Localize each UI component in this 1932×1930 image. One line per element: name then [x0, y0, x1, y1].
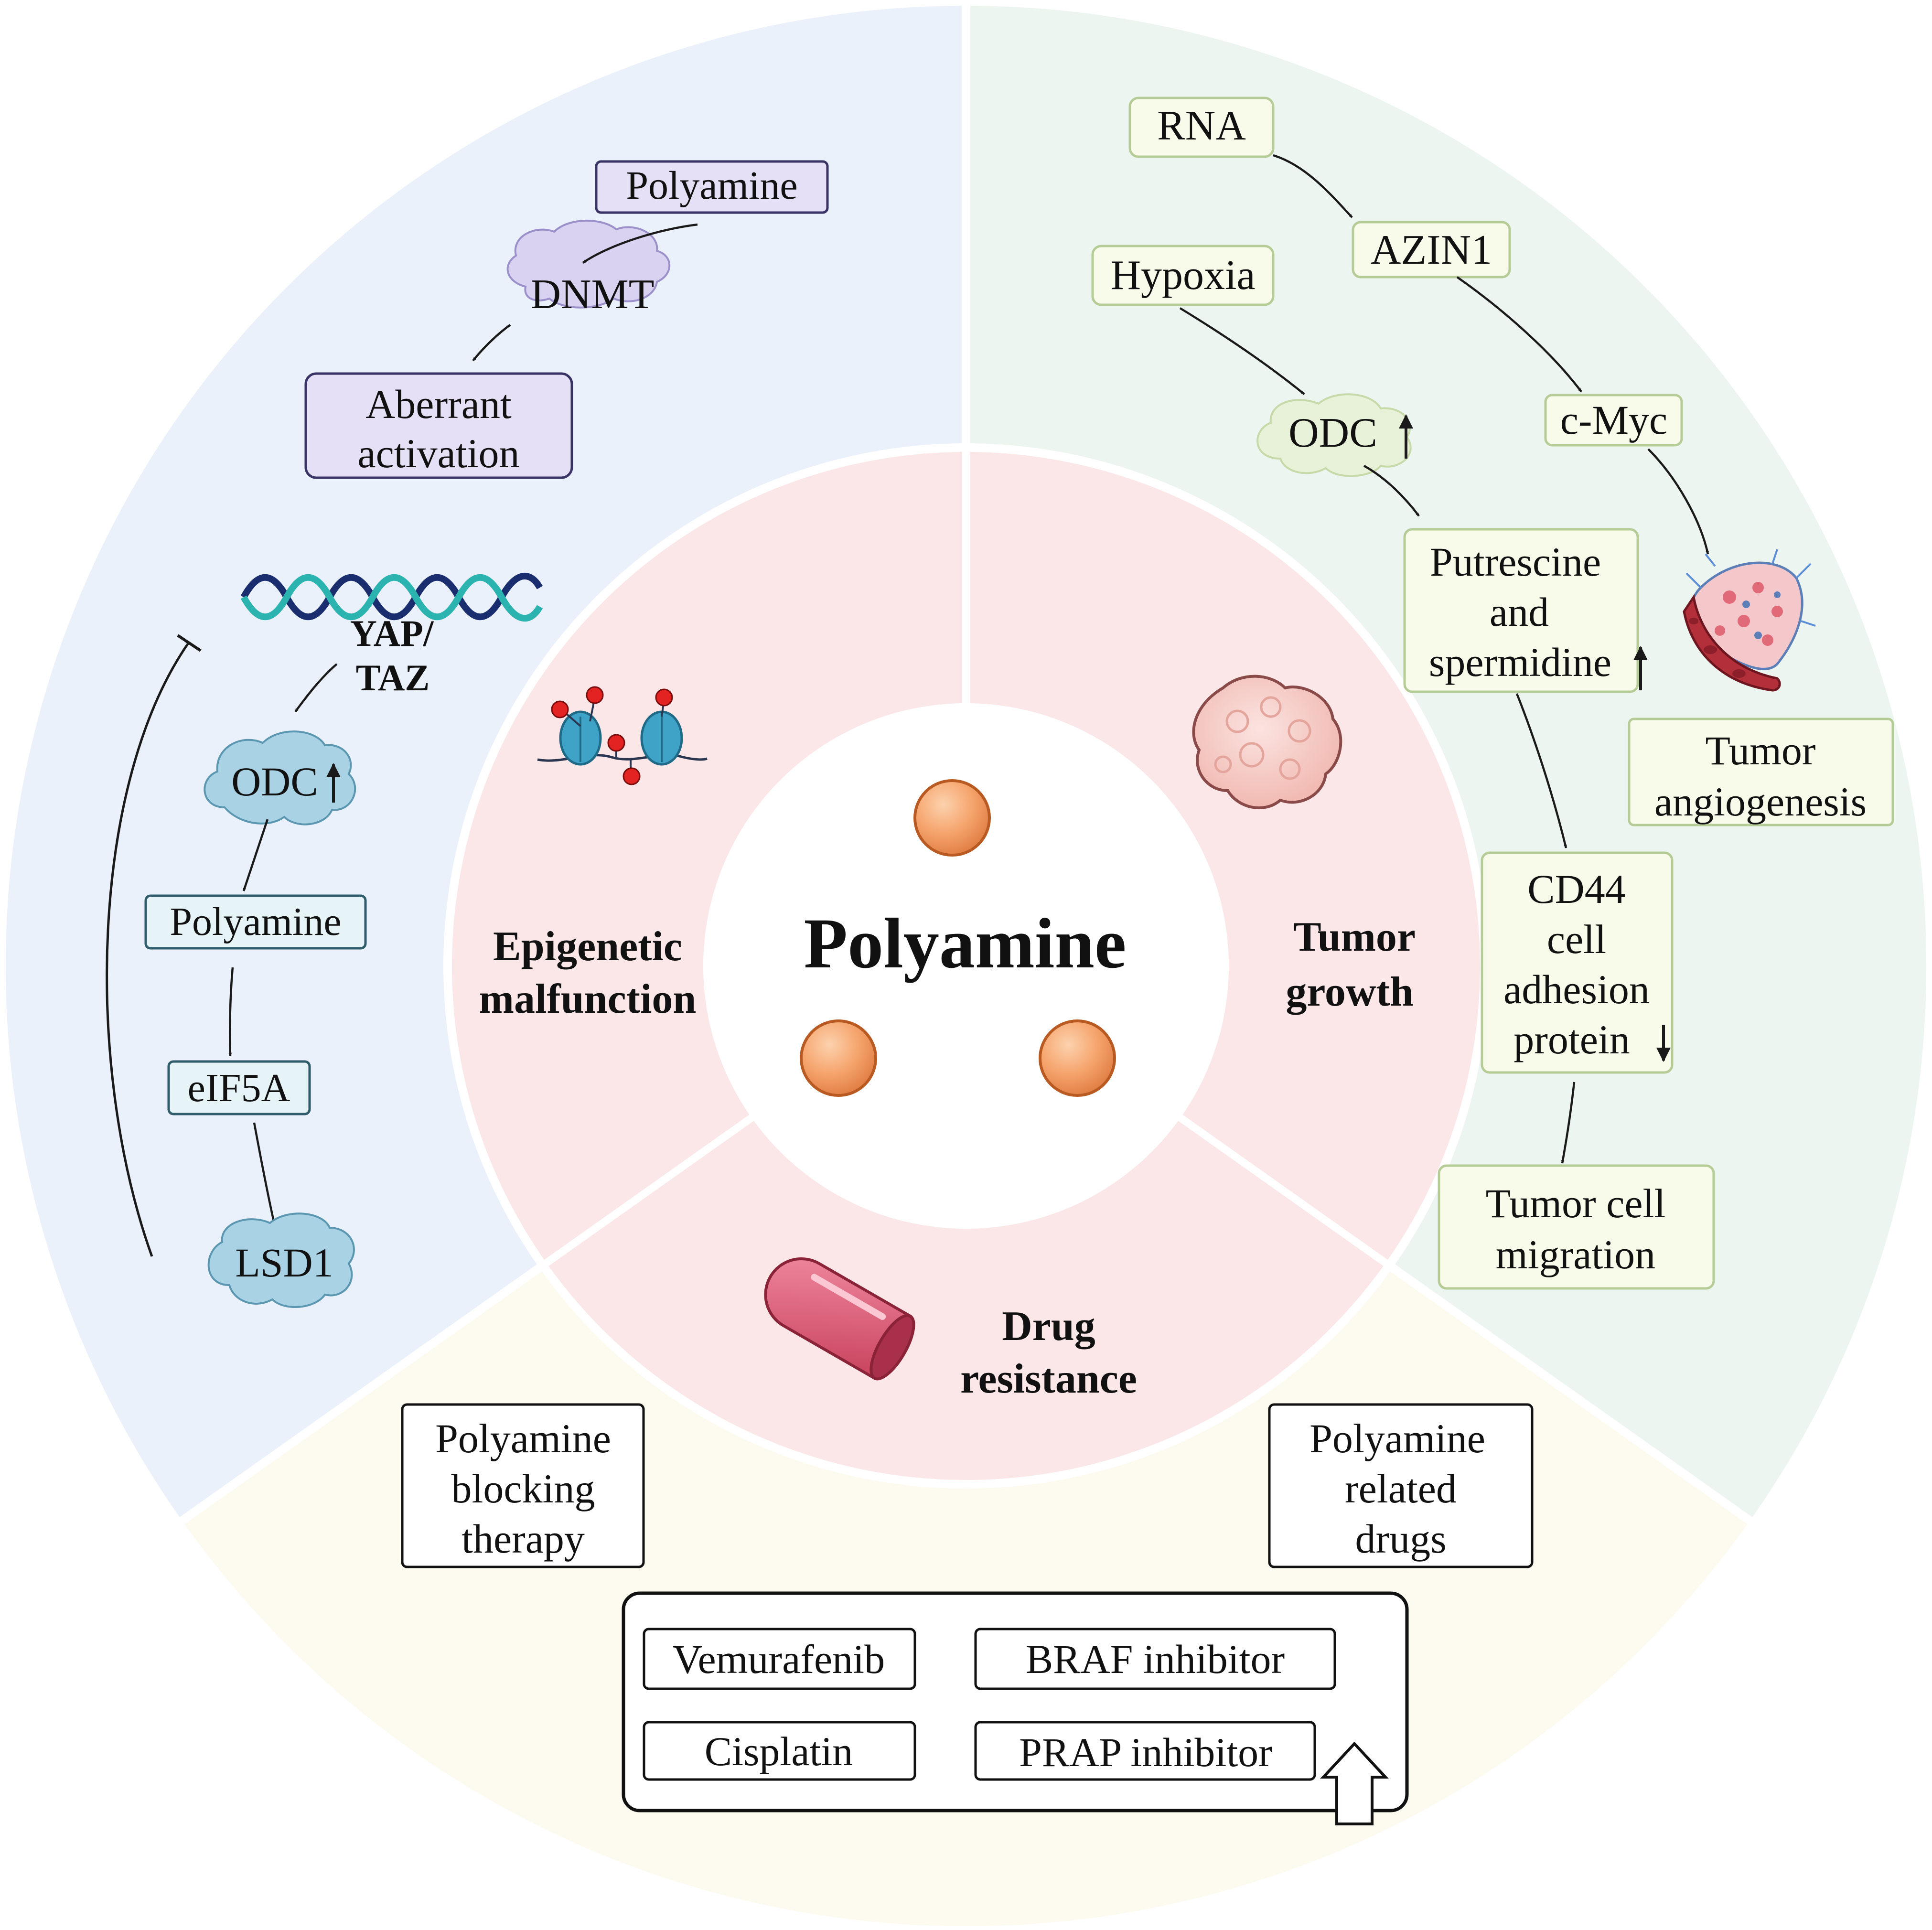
blocking-label-line2: blocking: [451, 1466, 595, 1512]
polyamine-mid-box: [144, 894, 367, 950]
dnmt-label: DNMT: [530, 271, 654, 318]
putrescine-box: [1403, 528, 1639, 693]
related-label-line1: Polyamine: [1309, 1415, 1485, 1461]
drug-cisplatin-box: [643, 1721, 916, 1781]
related-drugs-box: [1268, 1403, 1534, 1568]
center-group: Polyamine: [800, 779, 1127, 1097]
migration-label-line1: Tumor cell: [1486, 1180, 1666, 1226]
tumor-label-line2: growth: [1286, 969, 1413, 1015]
drug-label-line1: Drug: [1002, 1303, 1095, 1350]
nucleosome-icon: [537, 686, 708, 785]
cd44-label-line2: cell: [1547, 916, 1606, 962]
tumor-panel: RNA AZIN1 Hypoxia ODC c-Myc Putrescine a…: [1091, 96, 1894, 1290]
aberrant-label-line2: activation: [357, 430, 519, 476]
putrescine-label-line1: Putrescine: [1430, 539, 1601, 585]
tumor-icon: [1192, 675, 1342, 809]
sphere-icon: [800, 1019, 877, 1097]
related-label-line2: related: [1345, 1466, 1457, 1512]
sphere-icon: [1039, 1019, 1116, 1097]
tumor-label-line1: Tumor: [1293, 914, 1416, 960]
cd44-label-line4: protein: [1513, 1017, 1630, 1062]
azin1-label: AZIN1: [1371, 227, 1492, 273]
odc-cloud: [204, 730, 356, 826]
sphere-icon: [913, 779, 991, 857]
angiogenesis-label-line1: Tumor: [1705, 728, 1815, 773]
pill-icon: [764, 1257, 915, 1381]
rna-label: RNA: [1157, 103, 1246, 149]
cd44-box: [1481, 851, 1674, 1074]
drug-cisplatin-label: Cisplatin: [705, 1728, 853, 1774]
drug-braf-box: [974, 1628, 1336, 1690]
dnmt-cloud: [506, 219, 671, 309]
putrescine-label-line2: and: [1490, 589, 1549, 635]
up-arrow-icon: [1320, 1741, 1389, 1825]
eif5a-box: [167, 1060, 311, 1115]
epigenetic-label-line2: malfunction: [479, 976, 697, 1022]
migration-label-line2: migration: [1496, 1232, 1655, 1277]
dna-icon: [240, 572, 543, 622]
epigenetic-label-line1: Epigenetic: [493, 923, 682, 970]
odc-tumor-label: ODC: [1288, 410, 1377, 456]
migration-box: [1438, 1164, 1715, 1290]
inner-ring: [443, 443, 1489, 1489]
cmyc-label: c-Myc: [1560, 397, 1667, 443]
cd44-label-line1: CD44: [1527, 866, 1625, 912]
rna-box: [1128, 96, 1275, 158]
drug-prap-label: PRAP inhibitor: [1019, 1729, 1272, 1775]
aberrant-label-line1: Aberrant: [365, 381, 512, 427]
aberrant-box: [304, 372, 573, 479]
epigenetic-panel: Polyamine DNMT Aberrant activation YAP/ …: [106, 160, 829, 1308]
lsd1-cloud: [207, 1212, 355, 1308]
odc-label: ODC: [231, 759, 318, 804]
blocking-label-line3: therapy: [462, 1516, 585, 1562]
drug-prap-box: [974, 1721, 1316, 1781]
cd44-label-line3: adhesion: [1503, 966, 1650, 1012]
blocking-label-line1: Polyamine: [435, 1415, 611, 1461]
yap-taz-label-line2: TAZ: [356, 657, 430, 698]
drug-vemurafenib-label: Vemurafenib: [673, 1636, 885, 1682]
drug-panel: Polyamine blocking therapy Polyamine rel…: [401, 1403, 1534, 1825]
polyamine-top-box: [595, 160, 829, 214]
drug-label-line2: resistance: [960, 1356, 1137, 1402]
blocking-therapy-box: [401, 1403, 645, 1568]
hypoxia-box: [1091, 245, 1275, 306]
inner-labels: Epigenetic malfunction Tumor growth Drug…: [479, 914, 1416, 1402]
center-circle: [703, 703, 1229, 1229]
cmyc-box: [1544, 394, 1683, 447]
related-label-line3: drugs: [1355, 1516, 1446, 1562]
azin1-box: [1352, 221, 1511, 279]
putrescine-label-line3: spermidine: [1429, 639, 1611, 685]
polyamine-top-label: Polyamine: [626, 163, 797, 208]
eif5a-label: eIF5A: [188, 1066, 290, 1110]
yap-taz-label-line1: YAP/: [350, 612, 434, 654]
lsd1-label: LSD1: [235, 1240, 333, 1286]
blood-vessel-icon: [1683, 549, 1816, 692]
drug-vemurafenib-box: [643, 1628, 916, 1690]
angiogenesis-label-line2: angiogenesis: [1654, 779, 1867, 825]
odc-cloud-tumor: [1256, 393, 1412, 477]
polyamine-mid-label: Polyamine: [170, 900, 341, 944]
angiogenesis-box: [1628, 718, 1894, 826]
drug-braf-label: BRAF inhibitor: [1026, 1636, 1285, 1682]
center-title: Polyamine: [804, 904, 1127, 983]
hypoxia-label: Hypoxia: [1110, 252, 1255, 299]
